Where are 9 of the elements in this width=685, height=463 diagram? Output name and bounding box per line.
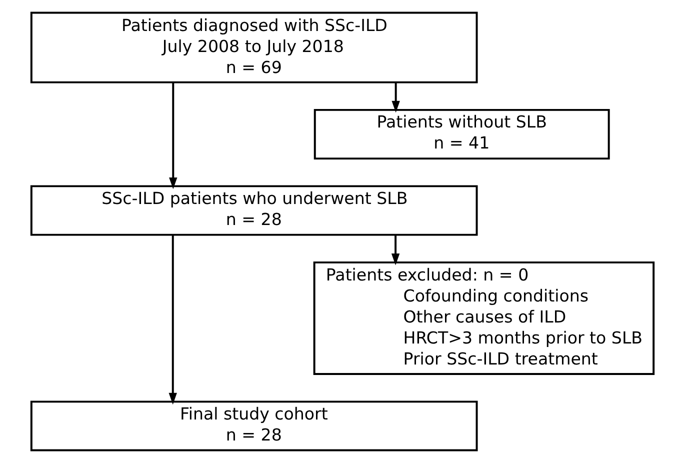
node-box: SSc-ILD patients who underwent SLB n = 28 (30, 185, 478, 236)
node-box: Final study cohort n = 28 (30, 400, 478, 452)
node-box: Patients diagnosed with SSc-ILD July 2008 to July 2018 n = 69 (30, 12, 478, 84)
arrow (392, 82, 400, 113)
node-box: Patients without SLB n = 41 (314, 108, 610, 160)
arrow (168, 235, 177, 405)
arrow (169, 82, 178, 190)
arrow (391, 234, 400, 266)
node-box: Patients excluded: n = 0 Cofounding conditions Other causes of ILD HRCT>3 months prior to SLB Prior SSc-ILD treatment (313, 261, 655, 376)
